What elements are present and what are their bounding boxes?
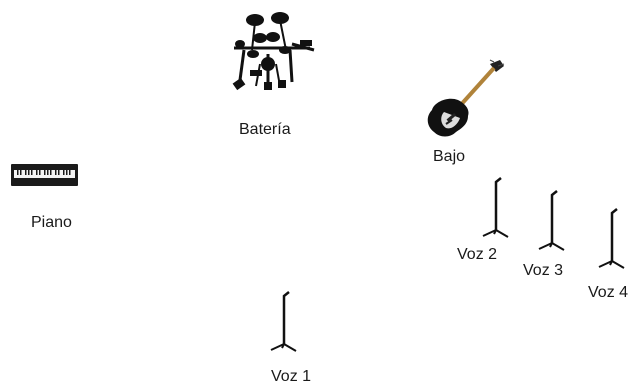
voice3-item	[536, 189, 566, 253]
voice4-label: Voz 4	[588, 284, 629, 301]
bass-item	[424, 58, 508, 140]
piano-item	[11, 164, 78, 186]
mic-stand-icon	[598, 208, 625, 269]
voice4-item	[596, 207, 626, 271]
keyboard-icon	[11, 164, 78, 186]
drums-item	[222, 10, 322, 95]
drum-kit-icon	[232, 12, 315, 91]
bass-label: Bajo	[433, 148, 466, 165]
bass-guitar-icon	[427, 59, 505, 137]
drums-label: Batería	[239, 121, 291, 138]
mic-stand-icon	[482, 177, 509, 238]
piano-label: Piano	[31, 214, 72, 231]
voice2-item	[480, 176, 510, 240]
voice3-label: Voz 3	[523, 262, 564, 279]
voice2-label: Voz 2	[457, 246, 498, 263]
voice1-label: Voz 1	[271, 368, 312, 385]
mic-stand-icon	[270, 291, 297, 352]
voice1-item	[268, 290, 298, 354]
mic-stand-icon	[538, 190, 565, 251]
